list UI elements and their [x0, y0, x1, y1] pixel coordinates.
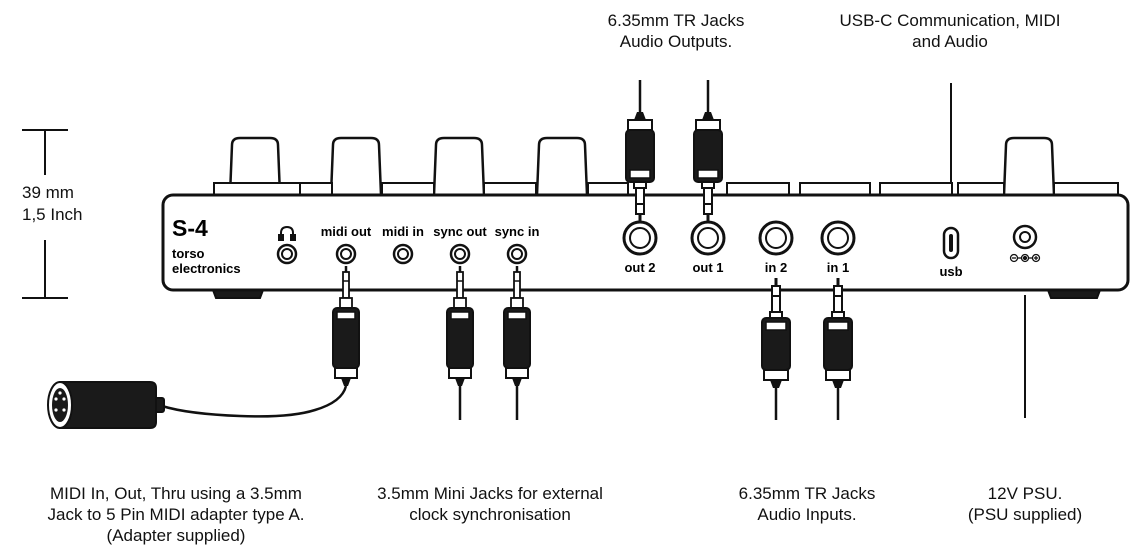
midi-in-jack[interactable]	[392, 243, 414, 265]
model-label: S-4	[172, 215, 208, 241]
callout-midi-adapter: MIDI In, Out, Thru using a 3.5mm Jack to…	[47, 484, 305, 545]
brand-line-1: torso	[172, 246, 205, 261]
port-label-out-1: out 1	[692, 260, 723, 275]
headphone-jack[interactable]	[276, 243, 298, 265]
in-2-jack[interactable]	[758, 220, 794, 256]
port-label-in-1: in 1	[827, 260, 849, 275]
callout-usb: USB-C Communication, MIDI and Audio	[839, 11, 1061, 51]
port-label-usb: usb	[939, 264, 962, 279]
midi-out-jack[interactable]	[335, 243, 357, 265]
port-label-midi-in: midi in	[382, 224, 424, 239]
port-label-midi-out: midi out	[321, 224, 372, 239]
callout-audio-outputs: 6.35mm TR Jacks Audio Outputs.	[607, 11, 745, 51]
callout-psu: 12V PSU. (PSU supplied)	[967, 484, 1083, 524]
callout-audio-inputs: 6.35mm TR Jacks Audio Inputs.	[738, 484, 876, 524]
height-mm: 39 mm	[22, 183, 74, 202]
knob-row	[228, 136, 1056, 196]
dc-polarity-icon	[1009, 253, 1041, 263]
usb-c-port[interactable]	[942, 226, 960, 260]
output-cables	[626, 80, 722, 222]
port-label-in-2: in 2	[765, 260, 787, 275]
in-1-jack[interactable]	[820, 220, 856, 256]
height-measurement: 39 mm 1,5 Inch	[22, 182, 83, 226]
dc-power-jack[interactable]	[1012, 224, 1038, 250]
midi-adapter-cable	[149, 385, 348, 418]
height-inch: 1,5 Inch	[22, 205, 83, 224]
out-1-jack[interactable]	[690, 220, 726, 256]
sync-in-jack[interactable]	[506, 243, 528, 265]
leader-lines	[950, 83, 1026, 418]
out-2-jack[interactable]	[622, 220, 658, 256]
mini-plug-cables	[331, 264, 532, 420]
callout-mini-jacks: 3.5mm Mini Jacks for external clock sync…	[377, 484, 603, 524]
sync-out-jack[interactable]	[449, 243, 471, 265]
midi-din-adapter	[47, 381, 157, 429]
port-label-out-2: out 2	[624, 260, 655, 275]
port-label-sync-in: sync in	[495, 224, 540, 239]
brand-line-2: electronics	[172, 261, 241, 276]
port-label-sync-out: sync out	[433, 224, 487, 239]
input-cables	[760, 276, 854, 420]
height-dimension-marker	[22, 129, 68, 299]
headphones-icon	[278, 225, 296, 241]
